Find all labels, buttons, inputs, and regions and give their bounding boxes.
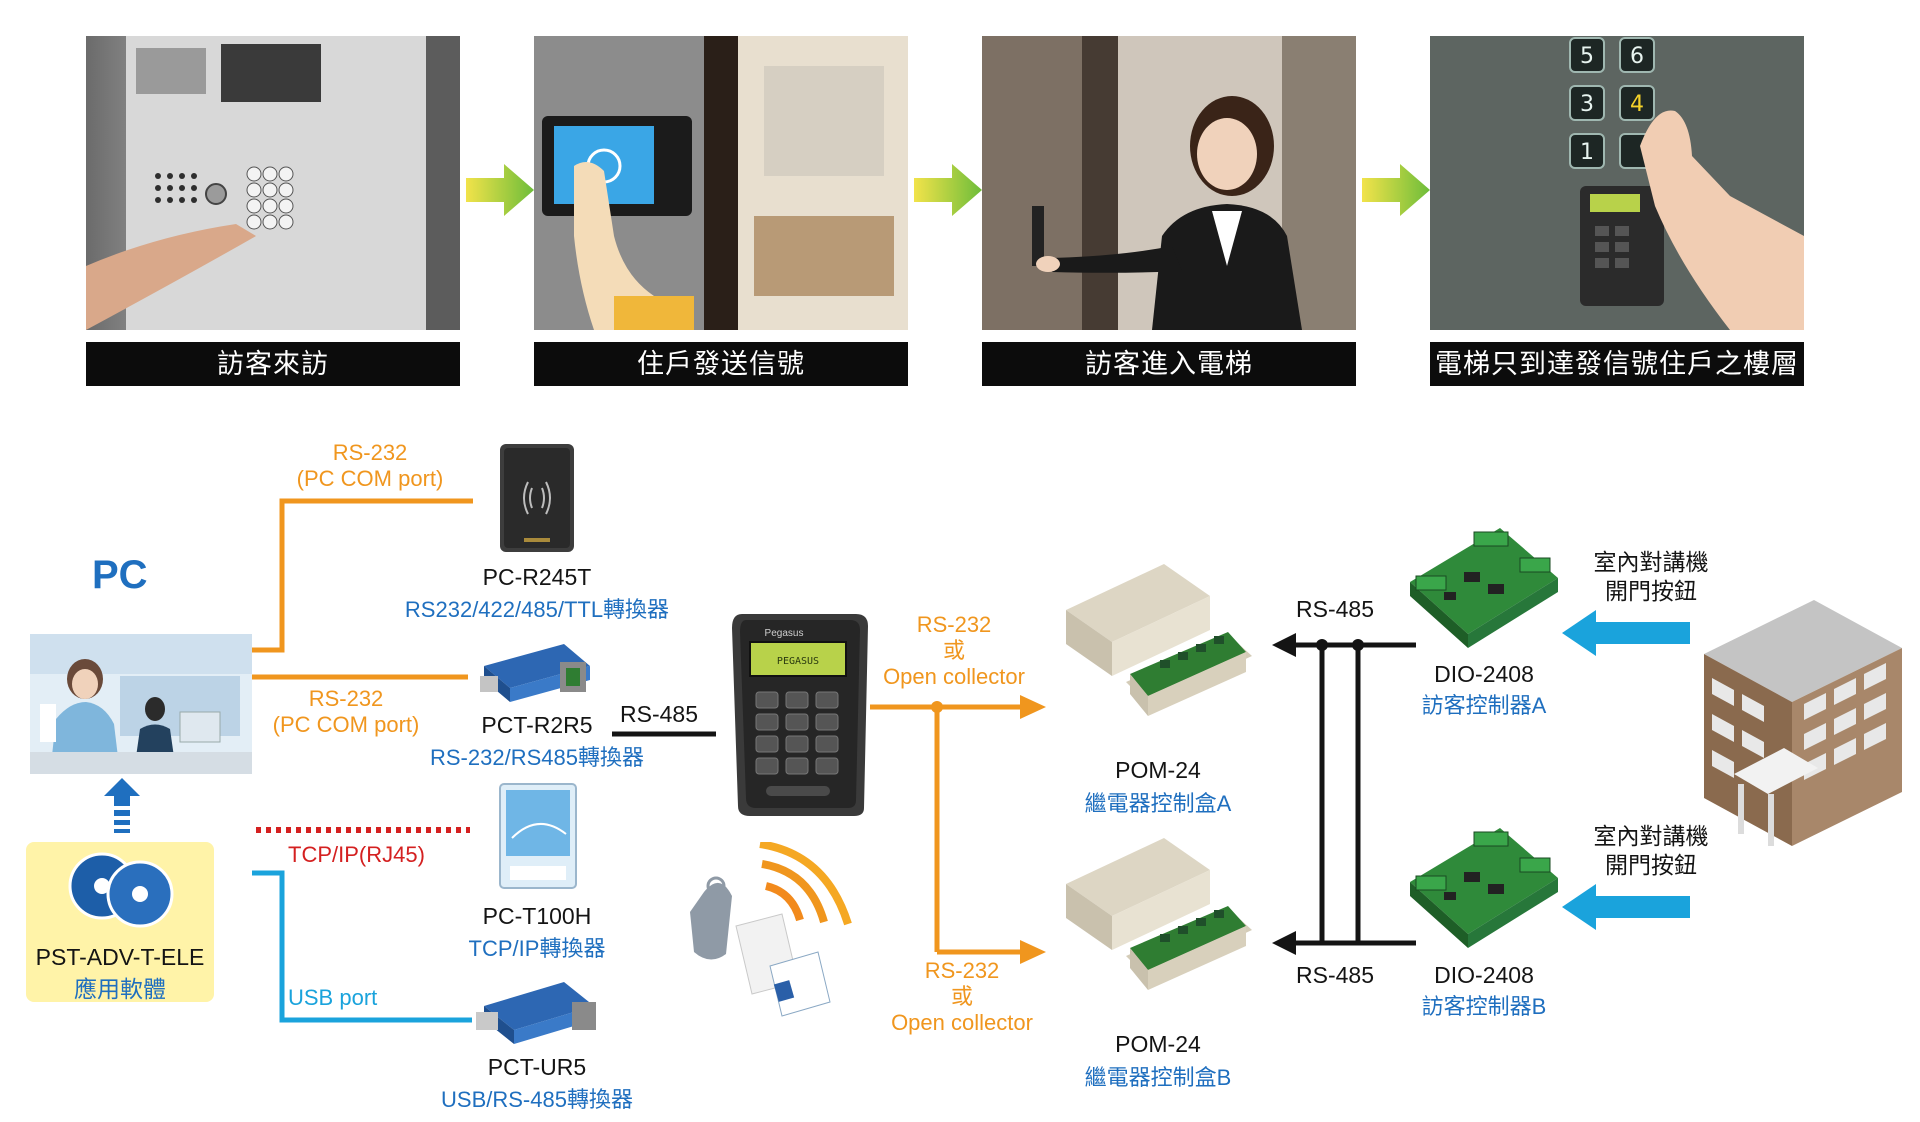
link-rs232-top-port: (PC COM port) (296, 466, 444, 491)
converter-pct-r2r5-image (474, 636, 600, 710)
output-a-line1: RS-232 (916, 612, 992, 637)
intercom-a-line2: 開門按鈕 (1605, 578, 1697, 604)
visitor-controller-0-desc: 訪客控制器A (1421, 693, 1547, 718)
converter-0-model: PC-R245T (482, 564, 592, 590)
cd-icon (68, 852, 174, 928)
software-package: PST-ADV-T-ELE 應用軟體 (26, 842, 214, 1002)
converter-3-desc: USB/RS-485轉換器 (441, 1087, 633, 1112)
intercom-input-a: 室內對講機 開門按鈕 (1582, 548, 1720, 606)
upload-arrow-icon (104, 778, 140, 833)
link-usb: USB port (288, 985, 378, 1010)
svg-text:1: 1 (1580, 140, 1594, 165)
rfid-credentials (670, 840, 854, 1026)
photo-visitor-arrives (86, 36, 460, 330)
intercom-b-line1: 室內對講機 (1593, 823, 1709, 849)
wireless-signal-icon (759, 840, 852, 926)
software-desc: 應用軟體 (74, 976, 166, 1002)
link-tcpip: TCP/IP(RJ45) (288, 842, 425, 867)
converter-1-model: PCT-R2R5 (481, 712, 593, 738)
pc-title: PC (92, 553, 148, 597)
output-b-line3: Open collector (891, 1010, 1033, 1035)
relay-box-1-desc: 繼電器控制盒B (1084, 1065, 1232, 1090)
link-rs232-top-name: RS-232 (332, 440, 408, 465)
photo-visitor-enters-elevator (982, 36, 1356, 330)
building-icon (1694, 594, 1908, 848)
converter-0-desc: RS232/422/485/TTL轉換器 (404, 597, 670, 622)
intercom-input-b: 室內對講機 開門按鈕 (1582, 822, 1720, 880)
caption-visitor-enters-elevator: 訪客進入電梯 (982, 342, 1356, 386)
converter-2-desc: TCP/IP轉換器 (468, 936, 606, 961)
output-label-a: RS-232 或 Open collector (876, 612, 1032, 690)
link-rs232-mid: RS-232 (PC COM port) (262, 686, 430, 738)
caption-resident-signals: 住戶發送信號 (534, 342, 908, 386)
intercom-b-line2: 開門按鈕 (1605, 852, 1697, 878)
photo-elevator-floor: 5 6 3 4 1 (1430, 36, 1804, 330)
converter-3-model: PCT-UR5 (487, 1054, 587, 1080)
rs485-bus-bottom-label: RS-485 (1296, 962, 1374, 988)
intercom-a-line1: 室內對講機 (1593, 549, 1709, 575)
relay-box-0-desc: 繼電器控制盒A (1084, 791, 1232, 816)
svg-text:5: 5 (1580, 44, 1594, 69)
link-rs232-mid-name: RS-232 (308, 686, 384, 711)
pc-workstation-image (30, 634, 252, 774)
relay-box-a-image (1060, 556, 1256, 742)
caption-visitor-arrives: 訪客來訪 (86, 342, 460, 386)
caption-elevator-floor: 電梯只到達發信號住戶之樓層 (1430, 342, 1804, 386)
reader-lcd-text: PEGASUS (777, 656, 819, 667)
flow-arrow-icon (914, 164, 982, 216)
output-b-line1: RS-232 (924, 958, 1000, 983)
software-name: PST-ADV-T-ELE (35, 944, 205, 970)
output-b-line2: 或 (950, 984, 973, 1009)
output-a-line3: Open collector (883, 664, 1025, 689)
visitor-controller-0-model: DIO-2408 (1434, 661, 1534, 687)
relay-box-0-model: POM-24 (1115, 757, 1201, 783)
link-rs485-reader: RS-485 (620, 701, 698, 727)
flow-arrow-icon (1362, 164, 1430, 216)
converter-pct-ur5-image (474, 972, 604, 1052)
converter-pc-r245t-image (498, 442, 576, 554)
card-reader-icon: Pegasus PEGASUS (726, 608, 872, 820)
rs485-bus-top-label: RS-485 (1296, 596, 1374, 622)
relay-box-1-model: POM-24 (1115, 1031, 1201, 1057)
converter-2-model: PC-T100H (482, 903, 592, 929)
output-label-b: RS-232 或 Open collector (884, 958, 1040, 1036)
link-rs232-mid-port: (PC COM port) (272, 712, 420, 737)
reader-brand-text: Pegasus (765, 628, 804, 639)
flow-arrow-icon (466, 164, 534, 216)
visitor-controller-1-desc: 訪客控制器B (1421, 994, 1547, 1019)
svg-text:4: 4 (1630, 92, 1644, 117)
photo-resident-signals (534, 36, 908, 330)
link-rs232-top: RS-232 (PC COM port) (286, 440, 454, 492)
rfid-tag-icon (690, 876, 732, 960)
converter-1-desc: RS-232/RS485轉換器 (430, 745, 644, 770)
svg-text:3: 3 (1580, 92, 1594, 117)
relay-box-b-image (1060, 830, 1256, 1016)
visitor-controller-b-image (1404, 822, 1560, 956)
converter-pc-t100h-image (498, 782, 578, 890)
visitor-controller-a-image (1404, 522, 1560, 656)
visitor-controller-1-model: DIO-2408 (1434, 962, 1534, 988)
output-a-line2: 或 (942, 638, 965, 663)
svg-text:6: 6 (1630, 44, 1644, 69)
